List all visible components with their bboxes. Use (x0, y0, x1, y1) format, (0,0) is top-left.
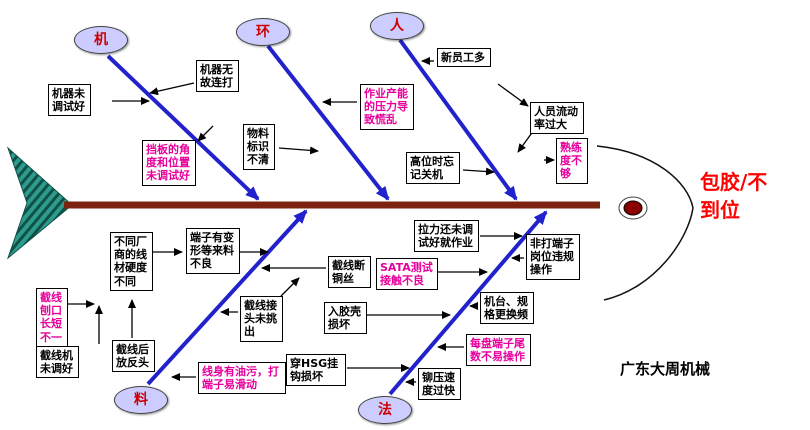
category-material: 料 (114, 386, 168, 414)
cause-sata-contact-poor: SATA测试接触不良 (376, 258, 438, 291)
cause-forget-shutdown: 高位时忘记关机 (406, 152, 460, 185)
cause-oily-wire-slips: 线身有油污，打端子易滑动 (198, 362, 286, 395)
effect-label: 包胶/不到位 (700, 170, 768, 222)
cause-cut-broken-copper: 截线断铜丝 (328, 256, 371, 289)
category-method: 法 (358, 396, 412, 424)
fish-eye (623, 200, 643, 216)
cause-tray-tail-count: 每盘端子尾数不易操作 (466, 334, 531, 367)
branch-arrow-method (388, 210, 548, 396)
cause-insufficient-proficiency: 熟练度不够 (556, 138, 588, 184)
cause-crimp-speed-fast: 铆压速度过快 (418, 368, 461, 401)
brand-label: 广东大周机械 (620, 360, 711, 378)
cause-reversed-after-cut: 截线后放反头 (112, 340, 155, 373)
branch-arrow-environment (266, 44, 390, 201)
cause-housing-damaged: 入胶壳损坏 (324, 302, 367, 335)
cause-many-new-employees: 新员工多 (437, 48, 491, 68)
connector-arrow (280, 277, 300, 297)
cause-baffle-angle-position: 挡板的角度和位置未调试好 (142, 140, 196, 186)
cause-cut-length-uneven: 截线刨口长短不一 (36, 288, 68, 347)
cause-material-label-unclear: 物料标识不清 (243, 124, 275, 170)
cause-machine-misfires: 机器无故连打 (196, 60, 239, 93)
connector-arrow (497, 83, 529, 107)
branch-arrow-machine (106, 54, 260, 201)
branch-arrow-people (398, 38, 518, 201)
cause-non-terminal-violation: 非打端子岗位违规操作 (526, 234, 580, 280)
cause-hsg-hook-damaged: 穿HSG挂钩损坏 (286, 354, 346, 387)
fish-head-outline (596, 145, 694, 301)
connector-arrow (197, 125, 214, 142)
cause-machine-not-debugged: 机器未调试好 (48, 84, 91, 117)
connector-arrow (462, 167, 495, 176)
connector-arrows (66, 57, 555, 386)
cause-cutter-not-adjusted: 截线机未调好 (36, 346, 79, 379)
cause-frequent-changeover: 机台、规格更换频 (480, 292, 534, 325)
cause-high-turnover: 人员流动率过大 (530, 102, 584, 135)
branch-arrow-material (146, 209, 308, 386)
fish-tail (6, 146, 73, 260)
connector-arrow (278, 146, 319, 155)
category-people: 人 (370, 12, 424, 40)
category-machine: 机 (74, 26, 128, 54)
cause-cut-joint-not-removed: 截线接头未挑出 (240, 296, 283, 342)
cause-production-pressure-panic: 作业产能的压力导致慌乱 (360, 84, 414, 130)
cause-tension-not-debugged: 拉力还未调试好就作业 (414, 220, 479, 253)
cause-terminal-deformation: 端子有变形等来料不良 (186, 228, 240, 274)
cause-wire-hardness-varies: 不同厂商的线材硬度不同 (110, 232, 153, 291)
category-environment: 环 (236, 18, 290, 46)
connector-arrow (149, 82, 195, 96)
